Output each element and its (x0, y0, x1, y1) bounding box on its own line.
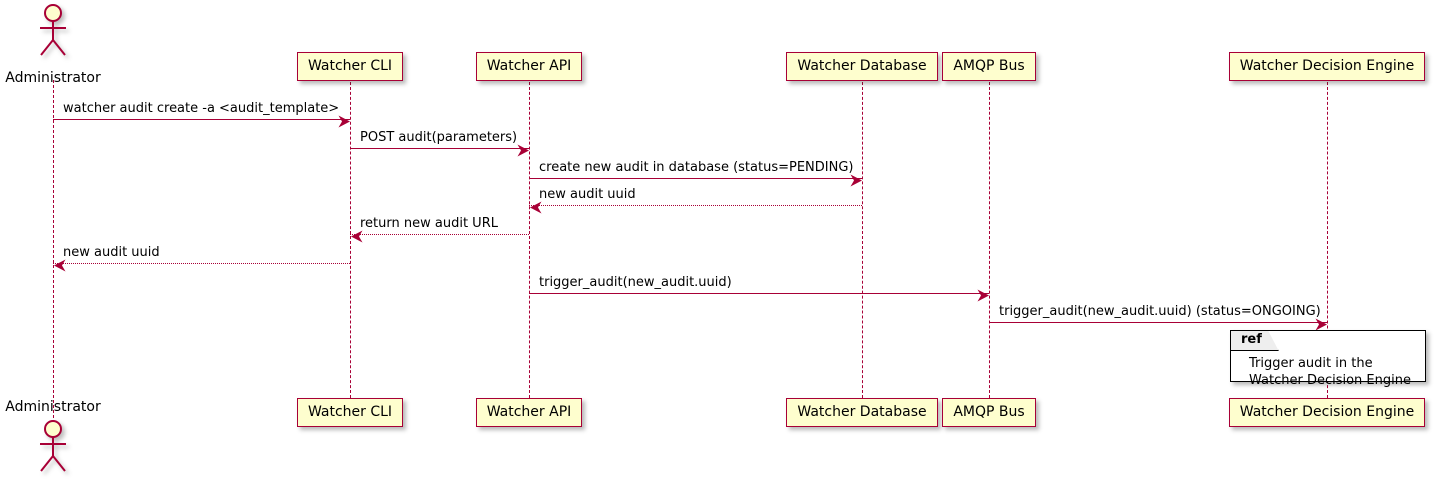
participant-watcher-api-top[interactable]: Watcher API (475, 52, 583, 81)
ref-body-line-2: Watcher Decision Engine (1249, 373, 1411, 388)
participant-watcher-api-bottom[interactable]: Watcher API (475, 398, 583, 427)
lifeline-watcher-cli (350, 82, 351, 398)
lifeline-watcher-database (862, 82, 863, 398)
msg-new-audit-uuid-cli-line (53, 263, 350, 264)
lifeline-watcher-decision-engine (1327, 82, 1328, 398)
participant-watcher-cli-bottom[interactable]: Watcher CLI (296, 398, 404, 427)
participant-label: Watcher CLI (307, 404, 393, 420)
msg-return-new-audit-url-line (350, 234, 529, 235)
msg-watcher-audit-create-line (53, 119, 350, 120)
actor-figure-icon (40, 420, 66, 472)
participant-label: Watcher API (486, 58, 572, 74)
participant-label: Watcher Decision Engine (1239, 58, 1415, 74)
msg-trigger-audit-bus-arrowhead (977, 287, 990, 306)
participant-watcher-database-bottom[interactable]: Watcher Database (786, 398, 938, 427)
msg-return-new-audit-url-arrowhead (350, 228, 363, 247)
participant-label: AMQP Bus (953, 58, 1025, 74)
participant-label: Watcher Decision Engine (1239, 404, 1415, 420)
msg-create-new-audit-line (529, 178, 862, 179)
msg-new-audit-uuid-db-label: new audit uuid (539, 187, 636, 202)
msg-watcher-audit-create-arrowhead (338, 113, 351, 132)
participant-amqp-bus-top[interactable]: AMQP Bus (942, 52, 1036, 81)
actor-administrator-top (32, 2, 74, 58)
participant-watcher-decision-engine-top[interactable]: Watcher Decision Engine (1228, 52, 1426, 81)
msg-new-audit-uuid-cli-arrowhead (53, 257, 66, 276)
participant-watcher-decision-engine-bottom[interactable]: Watcher Decision Engine (1228, 398, 1426, 427)
actor-label-administrator: Administrator (5, 70, 101, 86)
msg-post-audit-line (350, 148, 529, 149)
participant-watcher-database-top[interactable]: Watcher Database (786, 52, 938, 81)
msg-trigger-audit-bus-label: trigger_audit(new_audit.uuid) (539, 275, 732, 290)
participant-label: Watcher Database (797, 404, 927, 420)
msg-new-audit-uuid-cli-label: new audit uuid (63, 245, 160, 260)
msg-create-new-audit-label: create new audit in database (status=PEN… (539, 160, 854, 175)
msg-new-audit-uuid-db-line (529, 205, 862, 206)
msg-trigger-audit-engine-arrowhead (1315, 316, 1328, 335)
msg-trigger-audit-engine-line (989, 322, 1327, 323)
lifeline-watcher-api (529, 82, 530, 398)
ref-body-line-1: Trigger audit in the (1249, 356, 1373, 371)
actor-administrator-bottom (32, 418, 74, 474)
participant-label: AMQP Bus (953, 404, 1025, 420)
msg-return-new-audit-url-label: return new audit URL (360, 216, 498, 231)
participant-label: Watcher Database (797, 58, 927, 74)
actor-label-administrator: Administrator (5, 399, 101, 415)
msg-post-audit-arrowhead (517, 142, 530, 161)
participant-amqp-bus-bottom[interactable]: AMQP Bus (942, 398, 1036, 427)
lifeline-amqp-bus (989, 82, 990, 398)
lifeline-administrator (53, 80, 54, 418)
msg-new-audit-uuid-db-arrowhead (529, 199, 542, 218)
ref-tab-label: ref (1231, 331, 1279, 352)
msg-create-new-audit-arrowhead (850, 172, 863, 191)
participant-watcher-cli-top[interactable]: Watcher CLI (296, 52, 404, 81)
actor-figure-icon (40, 4, 66, 56)
msg-trigger-audit-engine-label: trigger_audit(new_audit.uuid) (status=ON… (999, 304, 1321, 319)
participant-label: Watcher CLI (307, 58, 393, 74)
msg-post-audit-label: POST audit(parameters) (360, 130, 518, 145)
msg-watcher-audit-create-label: watcher audit create -a <audit_template> (63, 101, 340, 116)
participant-label: Watcher API (486, 404, 572, 420)
msg-trigger-audit-bus-line (529, 293, 989, 294)
